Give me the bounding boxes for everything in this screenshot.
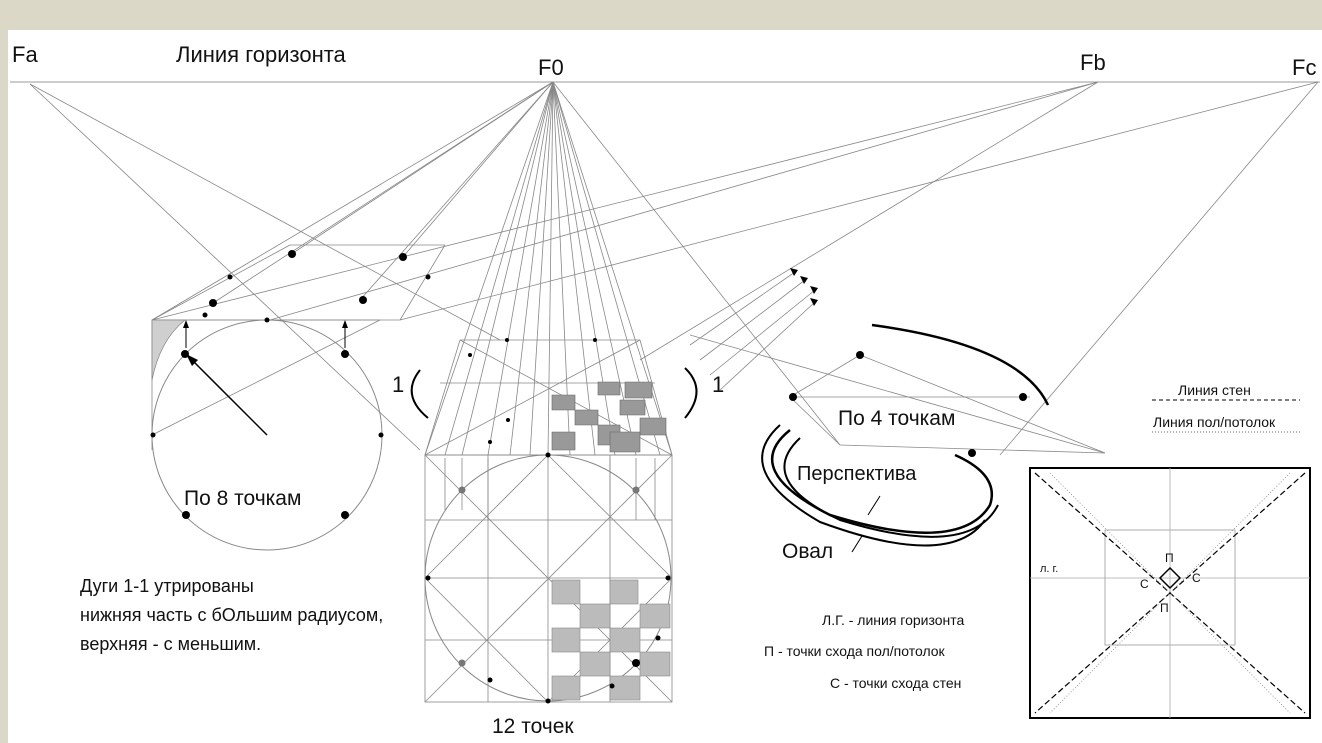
label-p-top: П <box>1165 551 1174 565</box>
checker-top <box>551 381 667 453</box>
label-twelve: 12 точек <box>492 715 574 738</box>
label-lg: л. г. <box>1040 563 1058 575</box>
legend-c-text: С - точки схода стен <box>830 675 961 691</box>
label-one-right: 1 <box>712 372 724 397</box>
shaded-corner <box>151 319 187 381</box>
arc-right-1 <box>684 367 698 419</box>
legend-floor-label: Линия пол/потолок <box>1153 414 1276 430</box>
construction-lines <box>29 81 1319 703</box>
label-perspective: Перспектива <box>797 463 917 485</box>
label-p-bottom: П <box>1160 601 1169 615</box>
label-fc: Fc <box>1292 55 1316 80</box>
radius-arrow <box>189 357 268 436</box>
arrowheads <box>790 268 818 306</box>
oval-arc-top <box>871 323 1050 406</box>
note-line3: верхняя - с меньшим. <box>80 634 261 654</box>
arc-left-1 <box>410 369 429 419</box>
checker-bottom <box>551 579 671 701</box>
oval-arcs <box>770 429 993 535</box>
label-one-left: 1 <box>392 372 404 397</box>
label-oval: Овал <box>782 540 833 563</box>
legend-p-text: П - точки схода пол/потолок <box>764 643 946 659</box>
label-c-right: С <box>1192 571 1201 585</box>
label-by8: По 8 точкам <box>184 487 301 510</box>
label-fa: Fa <box>12 42 38 67</box>
label-c-left: С <box>1140 577 1149 591</box>
note-line1: Дуги 1-1 утрированы <box>80 576 254 596</box>
legend-lg-text: Л.Г. - линия горизонта <box>822 612 965 628</box>
label-by4: По 4 точкам <box>838 407 955 430</box>
note-line2: нижняя часть с бОльшим радиусом, <box>80 605 383 625</box>
label-f0: F0 <box>538 55 564 80</box>
label-horizon: Линия горизонта <box>176 42 347 67</box>
room-box <box>1029 467 1311 719</box>
label-fb: Fb <box>1080 50 1106 75</box>
legend-walls-label: Линия стен <box>1178 382 1251 398</box>
construction-dots <box>150 250 1027 704</box>
